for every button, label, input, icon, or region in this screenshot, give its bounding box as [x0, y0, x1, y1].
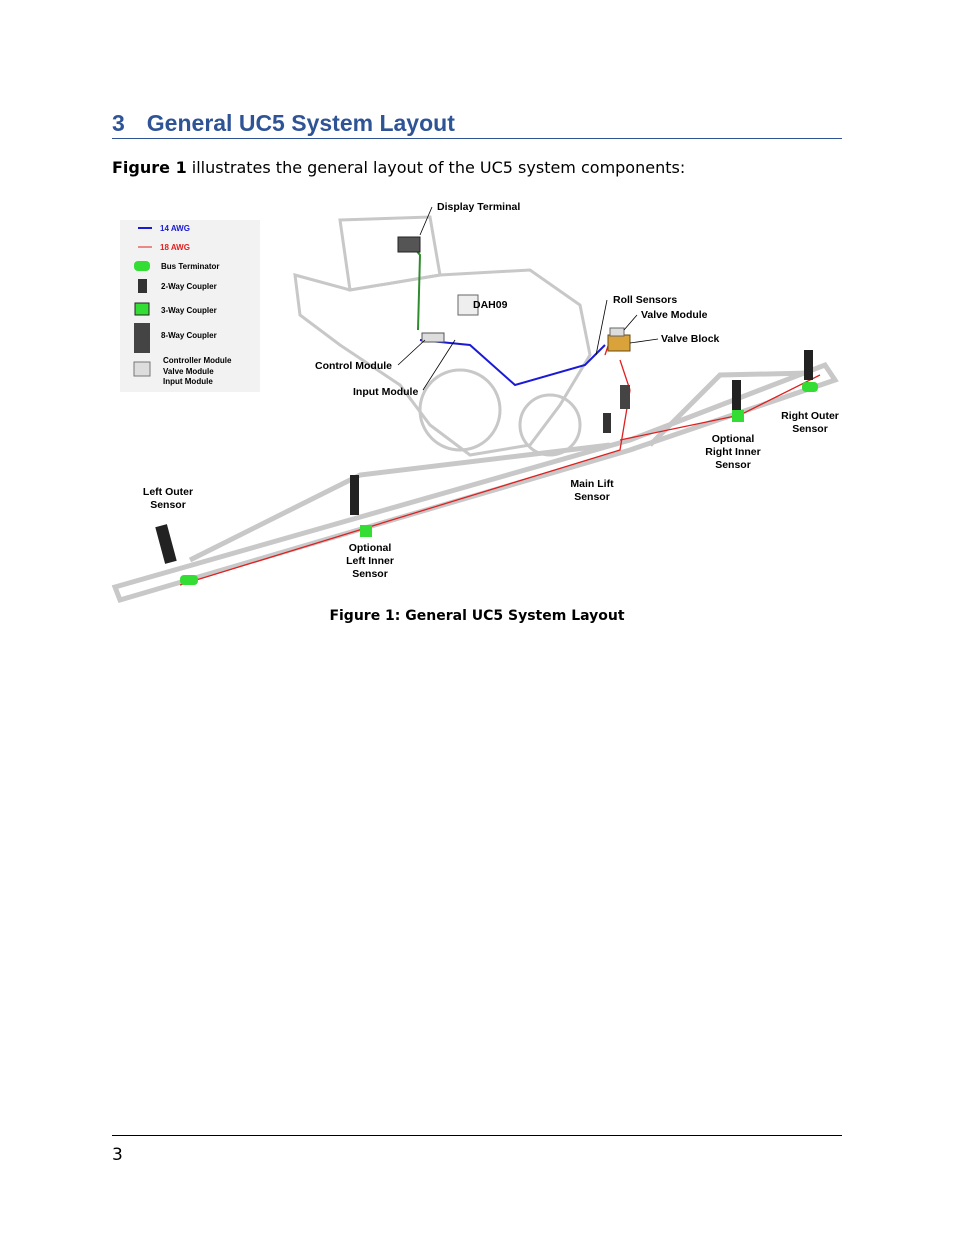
label-right-outer-2: Sensor — [792, 423, 828, 435]
label-opt-left-1: Optional — [349, 542, 392, 554]
left-inner-coupler — [360, 525, 372, 537]
label-opt-right-3: Sensor — [715, 459, 751, 471]
footer-divider — [112, 1135, 842, 1136]
label-valve-module: Valve Module — [641, 309, 708, 321]
legend-valve-module: Valve Module — [163, 367, 214, 376]
legend-2way: 2-Way Coupler — [161, 282, 217, 291]
display-terminal[interactable] — [397, 236, 421, 253]
legend-3way: 3-Way Coupler — [161, 306, 217, 315]
section-heading: 3 General UC5 System Layout — [112, 110, 842, 139]
two-way-coupler-icon — [138, 279, 147, 293]
dah09-box — [457, 294, 479, 316]
label-main-lift-2: Sensor — [574, 491, 610, 503]
module-icon — [133, 361, 151, 377]
section-number: 3 — [112, 110, 125, 136]
system-diagram: 14 AWG 18 AWG Bus Terminator 2-Way Coupl… — [111, 201, 839, 604]
three-way-coupler-icon — [134, 302, 150, 316]
main-lift-sensor — [603, 413, 611, 433]
left-inner-sensor — [350, 475, 359, 515]
left-terminator — [180, 575, 198, 585]
control-module[interactable] — [421, 332, 445, 343]
label-right-outer-1: Right Outer — [781, 410, 839, 422]
legend-18awg: 18 AWG — [160, 243, 190, 252]
leader-lines — [397, 206, 659, 391]
figure-reference[interactable]: Figure 1 — [112, 158, 187, 177]
eight-way-coupler — [620, 385, 630, 409]
right-inner-sensor — [732, 380, 741, 410]
label-control-module: Control Module — [315, 360, 392, 372]
label-left-outer-2: Sensor — [150, 499, 186, 511]
legend-14awg: 14 AWG — [160, 224, 190, 233]
label-roll-sensors: Roll Sensors — [613, 294, 677, 306]
page-number: 3 — [112, 1145, 123, 1165]
label-input-module: Input Module — [353, 386, 418, 398]
bus-terminator-icon — [134, 261, 150, 271]
valve-module — [609, 327, 625, 337]
left-outer-sensor — [155, 524, 177, 564]
figure-caption: Figure 1: General UC5 System Layout — [329, 608, 625, 624]
display-wire — [409, 242, 422, 331]
tractor-outline — [293, 215, 592, 457]
label-display-terminal: Display Terminal — [437, 201, 520, 213]
legend-input-module: Input Module — [163, 377, 213, 386]
valve-block — [607, 334, 631, 352]
intro-text: illustrates the general layout of the UC… — [186, 158, 686, 177]
label-opt-right-1: Optional — [712, 433, 755, 445]
boom-frame — [111, 361, 839, 604]
label-opt-right-2: Right Inner — [705, 446, 760, 458]
right-terminator — [802, 382, 818, 392]
right-inner-coupler — [732, 410, 744, 422]
legend-8way: 8-Way Coupler — [161, 331, 217, 340]
legend-bus-terminator: Bus Terminator — [161, 262, 220, 271]
label-opt-left-2: Left Inner — [346, 555, 394, 567]
label-main-lift-1: Main Lift — [570, 478, 614, 490]
label-opt-left-3: Sensor — [352, 568, 388, 580]
eight-way-coupler-icon — [134, 323, 150, 353]
legend-controller-module: Controller Module — [163, 356, 232, 365]
label-dah09: DAH09 — [473, 299, 508, 311]
system-layout-figure: 14 AWG 18 AWG Bus Terminator 2-Way Coupl… — [110, 195, 845, 605]
label-valve-block: Valve Block — [661, 333, 720, 345]
section-title: General UC5 System Layout — [146, 110, 455, 136]
right-outer-sensor — [804, 350, 813, 380]
label-left-outer-1: Left Outer — [143, 486, 193, 498]
intro-paragraph: Figure 1 illustrates the general layout … — [112, 158, 685, 177]
